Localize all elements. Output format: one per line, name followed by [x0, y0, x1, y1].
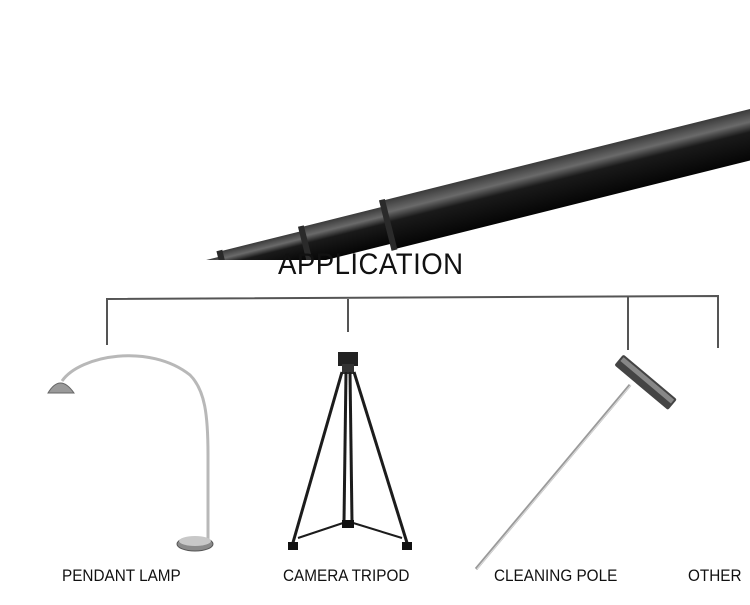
pendant-lamp-image	[47, 354, 214, 552]
application-label-pendant-lamp: PENDANT LAMP	[62, 566, 181, 585]
telescopic-pole-image	[117, 100, 750, 260]
camera-tripod-image	[288, 352, 412, 550]
application-label-other: OTHER	[688, 566, 742, 585]
cleaning-pole-image	[474, 355, 677, 570]
application-heading: APPLICATION	[278, 248, 464, 281]
application-label-cleaning-pole: CLEANING POLE	[494, 566, 618, 585]
application-label-camera-tripod: CAMERA TRIPOD	[283, 566, 410, 585]
